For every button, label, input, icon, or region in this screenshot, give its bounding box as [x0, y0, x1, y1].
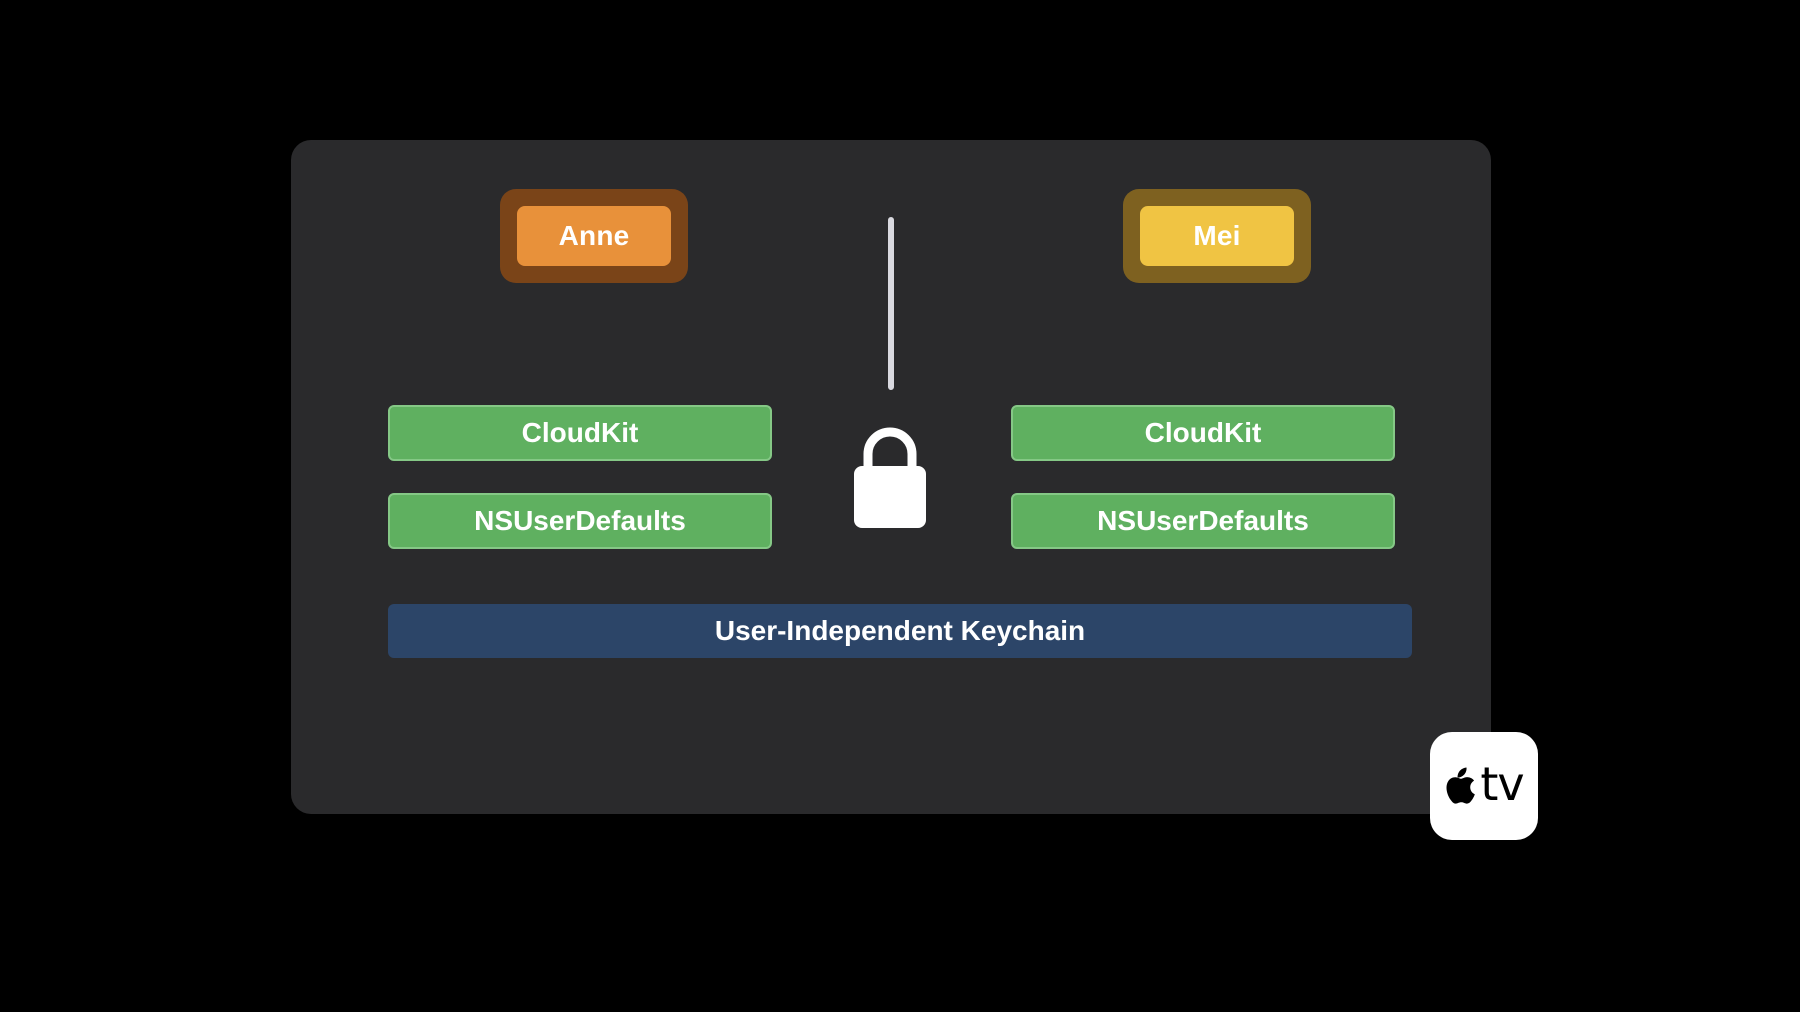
tv-label: tv	[1480, 757, 1524, 811]
user-mei: Mei	[1123, 189, 1311, 283]
lock-icon	[854, 427, 926, 528]
apple-tv-badge: tv	[1430, 732, 1538, 840]
anne-nsuserdefaults-box: NSUserDefaults	[388, 493, 772, 549]
apple-logo-icon	[1446, 767, 1476, 804]
anne-cloudkit-box: CloudKit	[388, 405, 772, 461]
user-anne: Anne	[500, 189, 688, 283]
mei-nsuserdefaults-box: NSUserDefaults	[1011, 493, 1395, 549]
user-divider	[888, 217, 894, 390]
user-mei-label: Mei	[1140, 206, 1294, 266]
user-independent-keychain-bar: User-Independent Keychain	[388, 604, 1412, 658]
mei-cloudkit-box: CloudKit	[1011, 405, 1395, 461]
user-anne-label: Anne	[517, 206, 671, 266]
